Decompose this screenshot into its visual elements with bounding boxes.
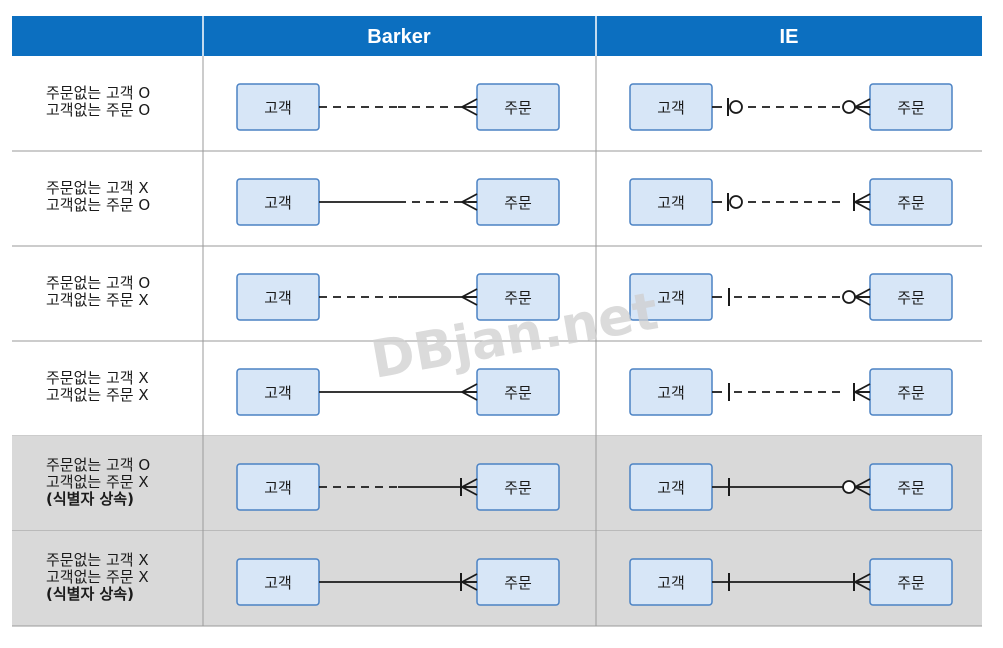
customer-entity-box-label: 고객	[657, 194, 685, 212]
row-condition-text: 주문없는 고객 X	[46, 369, 149, 387]
row-condition-text: 고객없는 주문 O	[46, 101, 150, 119]
row-condition-text: 주문없는 고객 X	[46, 551, 149, 569]
barker-crows-foot	[461, 98, 478, 116]
ie-crows-foot	[854, 383, 871, 401]
barker-crows-foot	[461, 383, 478, 401]
order-entity-box-label: 주문	[897, 574, 925, 592]
customer-entity-box-label: 고객	[264, 479, 292, 497]
row-condition-text: 고객없는 주문 X	[46, 386, 149, 404]
barker-crows-foot	[461, 288, 478, 306]
barker-crows-foot	[461, 478, 478, 496]
barker-crows-foot	[461, 193, 478, 211]
order-entity-box-label: 주문	[897, 289, 925, 307]
customer-entity-box-label: 고객	[657, 384, 685, 402]
order-entity-box-label: 주문	[504, 384, 532, 402]
ie-zero-circle	[842, 100, 856, 114]
order-entity-box-label: 주문	[897, 384, 925, 402]
customer-entity-box-label: 고객	[264, 194, 292, 212]
order-entity-box-label: 주문	[504, 479, 532, 497]
row-condition-text: 주문없는 고객 O	[46, 456, 150, 474]
row-condition-text: 고객없는 주문 X	[46, 473, 149, 491]
ie-column-header: IE	[780, 26, 799, 48]
customer-entity-box-label: 고객	[657, 574, 685, 592]
ie-zero-circle	[842, 290, 856, 304]
customer-entity-box-label: 고객	[657, 99, 685, 117]
row-condition-text: 주문없는 고객 O	[46, 274, 150, 292]
barker-crows-foot	[461, 573, 478, 591]
ie-zero-circle	[842, 480, 856, 494]
customer-entity-box-label: 고객	[657, 479, 685, 497]
customer-entity-box-label: 고객	[264, 99, 292, 117]
order-entity-box-label: 주문	[504, 289, 532, 307]
ie-crows-foot	[854, 573, 871, 591]
row-condition-text: 고객없는 주문 O	[46, 196, 150, 214]
row-condition-text: (식별자 상속)	[46, 585, 134, 603]
ie-crows-foot	[854, 478, 871, 496]
row-condition-text: (식별자 상속)	[46, 490, 134, 508]
order-entity-box-label: 주문	[504, 99, 532, 117]
ie-crows-foot	[854, 98, 871, 116]
order-entity-box-label: 주문	[897, 99, 925, 117]
ie-zero-circle	[729, 195, 743, 209]
customer-entity-box-label: 고객	[657, 289, 685, 307]
customer-entity-box-label: 고객	[264, 289, 292, 307]
row-condition-text: 주문없는 고객 X	[46, 179, 149, 197]
order-entity-box-label: 주문	[504, 574, 532, 592]
customer-entity-box-label: 고객	[264, 574, 292, 592]
order-entity-box-label: 주문	[897, 194, 925, 212]
row-condition-text: 주문없는 고객 O	[46, 84, 150, 102]
table-header-bar	[12, 16, 982, 56]
ie-crows-foot	[854, 193, 871, 211]
order-entity-box-label: 주문	[504, 194, 532, 212]
customer-entity-box-label: 고객	[264, 384, 292, 402]
order-entity-box-label: 주문	[897, 479, 925, 497]
ie-zero-circle	[729, 100, 743, 114]
ie-crows-foot	[854, 288, 871, 306]
barker-column-header: Barker	[367, 26, 431, 48]
row-condition-text: 고객없는 주문 X	[46, 568, 149, 586]
row-condition-text: 고객없는 주문 X	[46, 291, 149, 309]
